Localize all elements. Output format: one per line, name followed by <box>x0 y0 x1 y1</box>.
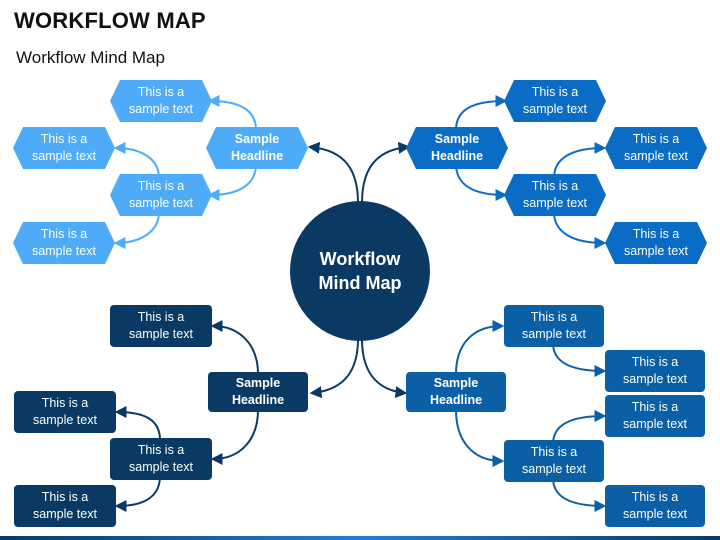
text-node-bl-3: This is a sample text <box>14 391 116 433</box>
headline-bottom-left: Sample Headline <box>208 372 308 412</box>
text-node-br-1: This is a sample text <box>504 305 604 347</box>
connector-tr-mid-up <box>553 142 607 179</box>
connector-bl-mid-down <box>114 475 161 512</box>
text-node-tl-1: This is a sample text <box>110 80 212 122</box>
connector-bl-mid-up <box>114 406 161 441</box>
connector-tr-headline-up <box>455 95 508 131</box>
bottom-accent-bar <box>0 536 720 540</box>
text-node-tr-3: This is a sample text <box>605 127 707 169</box>
text-node-br-5: This is a sample text <box>605 485 705 527</box>
text-node-tl-4: This is a sample text <box>13 222 115 264</box>
text-node-tl-2: This is a sample text <box>110 174 212 216</box>
text-node-tr-1: This is a sample text <box>504 80 606 122</box>
connector-tl-headline-down <box>207 163 257 201</box>
text-node-tl-3: This is a sample text <box>13 127 115 169</box>
connector-tr-headline-down <box>455 163 508 201</box>
text-node-bl-4: This is a sample text <box>14 485 116 527</box>
text-node-br-4: This is a sample text <box>605 395 705 437</box>
headline-bottom-right: Sample Headline <box>406 372 506 412</box>
connector-tr-mid-down <box>553 211 607 249</box>
page-subtitle: Workflow Mind Map <box>16 48 165 67</box>
connector-br-headline-up <box>455 320 505 375</box>
text-node-tr-4: This is a sample text <box>605 222 707 264</box>
connector-bl-headline-down <box>210 409 259 465</box>
connector-center-top-right <box>361 141 411 204</box>
connector-tl-mid-down <box>113 211 160 249</box>
page-title: WORKFLOW MAP <box>14 8 206 33</box>
connector-br-lower-up <box>552 410 607 445</box>
headline-top-left: Sample Headline <box>206 127 308 169</box>
center-node: Workflow Mind Map <box>290 201 430 341</box>
connector-center-bottom-right <box>361 338 408 399</box>
text-node-bl-1: This is a sample text <box>110 305 212 347</box>
text-node-tr-2: This is a sample text <box>504 174 606 216</box>
text-node-br-2: This is a sample text <box>504 440 604 482</box>
connector-tl-mid-up <box>113 142 160 179</box>
connector-br-lower-down <box>552 477 607 512</box>
connector-br-upper-down <box>552 342 607 377</box>
connector-br-headline-down <box>455 409 505 467</box>
connector-bl-headline-up <box>210 320 259 375</box>
headline-top-right: Sample Headline <box>406 127 508 169</box>
text-node-bl-2: This is a sample text <box>110 438 212 480</box>
connector-tl-headline-up <box>207 95 257 131</box>
connector-center-bottom-left <box>309 338 359 399</box>
connector-center-top-left <box>307 141 359 204</box>
text-node-br-3: This is a sample text <box>605 350 705 392</box>
